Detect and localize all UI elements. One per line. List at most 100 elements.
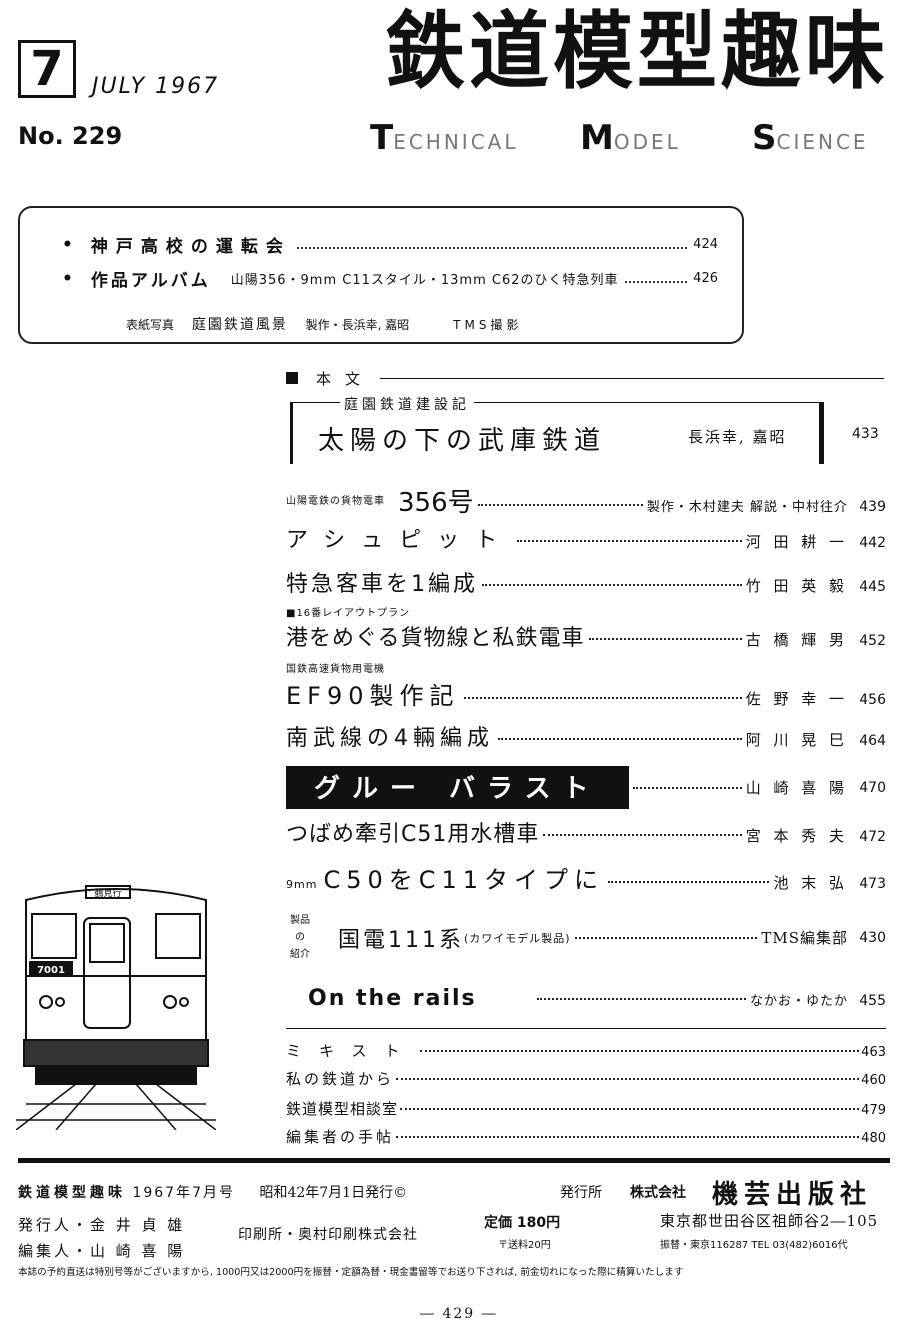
dot-leader	[624, 280, 688, 283]
toc-title: 特急客車を1編成	[286, 572, 478, 597]
toc-title: 港をめぐる貨物線と私鉄電車	[286, 626, 585, 651]
issue-date: JULY 1967	[92, 74, 220, 99]
toc-author: 竹 田 英 毅	[745, 577, 848, 595]
toc-page: 456	[859, 692, 886, 708]
misc-entry[interactable]: 鉄道模型相談室 479	[286, 1098, 886, 1119]
kicker-line: 紹介	[290, 949, 310, 960]
colophon-rule	[18, 1158, 890, 1163]
subscription-note: 本誌の予約直送は特別号等がございますから, 1000円又は2000円を振替・定額…	[18, 1267, 684, 1278]
toc-page: 455	[859, 993, 886, 1009]
dot-leader	[543, 834, 742, 836]
toc-kicker: 国鉄高速貨物用電機	[286, 664, 385, 675]
dot-leader	[574, 936, 758, 939]
dot-leader	[632, 786, 742, 789]
section-header: 本文	[286, 368, 884, 388]
colophon-issue: 1967年7月号	[132, 1185, 235, 1201]
english-title-word-1: TECHNICAL	[370, 118, 519, 158]
feature-label: 神戸高校の運転会	[90, 237, 291, 257]
dot-leader	[419, 1050, 860, 1052]
toc-entry[interactable]: 特急客車を1編成 竹 田 英 毅 445	[286, 566, 886, 598]
feature-item[interactable]: • 作品アルバム 山陽356・9mm C11スタイル・13mm C62のひく特急…	[62, 266, 718, 292]
toc-author: なかお・ゆたか	[749, 994, 848, 1009]
colophon-staff: 発行人・金 井 貞 雄 編集人・山 崎 喜 陽	[18, 1212, 185, 1264]
lead-page: 433	[852, 426, 879, 442]
toc-kicker: ■16番レイアウトプラン	[286, 608, 411, 619]
kicker-line: の	[295, 932, 305, 943]
toc-entry[interactable]: 9mm C50をC11タイプに 池 末 弘 473	[286, 860, 886, 895]
magazine-title: 鉄道模型趣味	[385, 2, 889, 101]
toc-title: 356号	[398, 488, 474, 518]
colophon-date: 昭和42年7月1日発行©	[259, 1185, 408, 1201]
bullet: •	[62, 234, 73, 255]
page-number: ― 429 ―	[420, 1306, 498, 1322]
lead-author: 長浜幸, 嘉昭	[688, 428, 787, 446]
price: 定価 180円	[484, 1215, 561, 1231]
dot-leader	[396, 1136, 860, 1138]
cover-title: 庭園鉄道風景	[191, 317, 288, 333]
feature-page: 426	[693, 271, 718, 286]
toc-title: つばめ牽引C51用水槽車	[286, 822, 540, 847]
publisher-contact: 振替・東京116287 TEL 03(482)6016代	[660, 1240, 848, 1251]
toc-entry[interactable]: アシュピット 河 田 耕 一 442	[286, 522, 886, 554]
toc-entry[interactable]: 製品 の 紹介 国電111系 (カワイモデル製品) TMS編集部 430	[286, 912, 886, 963]
bullet: •	[62, 268, 73, 289]
section-square-icon	[286, 372, 298, 384]
toc-title: 南武線の4輛編成	[286, 726, 494, 751]
misc-entry[interactable]: 編集者の手帖 480	[286, 1126, 886, 1147]
toc-kicker: 山陽電鉄の貨物電車	[286, 496, 385, 507]
feature-item[interactable]: • 神戸高校の運転会 424	[62, 232, 718, 258]
lead-title[interactable]: 太陽の下の武庫鉄道	[318, 426, 607, 456]
toc-title-inverted: グルー バラスト	[286, 766, 629, 809]
toc-author: TMS編集部	[761, 929, 848, 947]
editor: 編集人・山 崎 喜 陽	[18, 1242, 186, 1260]
toc-entry[interactable]: On the rails なかお・ゆたか 455	[286, 986, 886, 1011]
toc-author: 河 田 耕 一	[745, 533, 848, 551]
toc-entry[interactable]: つばめ牽引C51用水槽車 宮 本 秀 夫 472	[286, 816, 886, 848]
toc-author: 佐 野 幸 一	[745, 690, 848, 708]
toc-entry[interactable]: グルー バラスト 山 崎 喜 陽 470	[286, 766, 886, 809]
issue-month: 7	[30, 41, 64, 97]
dot-leader	[400, 1108, 860, 1110]
publisher-kk: 株式会社	[630, 1185, 686, 1201]
english-title-initial-2: M	[580, 118, 614, 158]
toc-page: 472	[859, 829, 886, 845]
dot-leader	[296, 246, 688, 249]
misc-title: 鉄道模型相談室	[286, 1100, 399, 1118]
toc-page: 452	[859, 633, 886, 649]
cover-credit: 表紙写真 庭園鉄道風景 製作・長浜幸, 嘉昭 TMS撮影	[126, 314, 536, 334]
feature-label: 作品アルバム	[90, 271, 211, 291]
misc-entry[interactable]: ミキスト 463	[286, 1040, 886, 1061]
dot-leader	[517, 540, 742, 542]
dot-leader	[482, 584, 742, 586]
lead-article-frame	[290, 402, 824, 464]
english-title-rest-2: ODEL	[613, 130, 681, 154]
toc-entry[interactable]: 港をめぐる貨物線と私鉄電車 古 橋 輝 男 452	[286, 620, 886, 652]
dot-leader	[608, 881, 770, 883]
colophon-magazine: 鉄道模型趣味	[18, 1185, 126, 1201]
dot-leader	[498, 738, 742, 740]
toc-page: 470	[859, 779, 886, 796]
toc-entry[interactable]: EF90製作記 佐 野 幸 一 456	[286, 676, 886, 711]
english-title-initial-3: S	[752, 118, 777, 158]
toc-entry[interactable]: 南武線の4輛編成 阿 川 晃 巳 464	[286, 720, 886, 752]
toc-page: 439	[859, 499, 886, 515]
section-rule	[380, 377, 884, 379]
lead-kicker: 庭園鉄道建設記	[340, 394, 474, 414]
misc-entry[interactable]: 私の鉄道から 460	[286, 1068, 886, 1089]
toc-subtitle: (カワイモデル製品)	[464, 931, 571, 945]
toc-title: アシュピット	[286, 528, 514, 553]
toc-entry[interactable]: 356号 製作・木村建夫 解説・中村往介 439	[286, 482, 886, 519]
toc-title: C50をC11タイプに	[323, 866, 605, 894]
publisher-address: 東京都世田谷区祖師谷2―105	[660, 1212, 879, 1230]
feature-box	[18, 206, 744, 344]
toc-page: 442	[859, 535, 886, 551]
cover-label: 表紙写真	[126, 318, 175, 332]
colophon-line: 鉄道模型趣味 1967年7月号 昭和42年7月1日発行©	[18, 1182, 407, 1202]
misc-page: 479	[861, 1103, 886, 1118]
kicker-line: 製品	[290, 915, 310, 926]
issuer: 発行人・金 井 貞 雄	[18, 1216, 186, 1234]
section-label: 本文	[316, 369, 375, 388]
toc-title: 国電111系	[338, 927, 464, 953]
misc-page: 480	[861, 1131, 886, 1146]
publisher-label: 発行所	[560, 1185, 602, 1201]
